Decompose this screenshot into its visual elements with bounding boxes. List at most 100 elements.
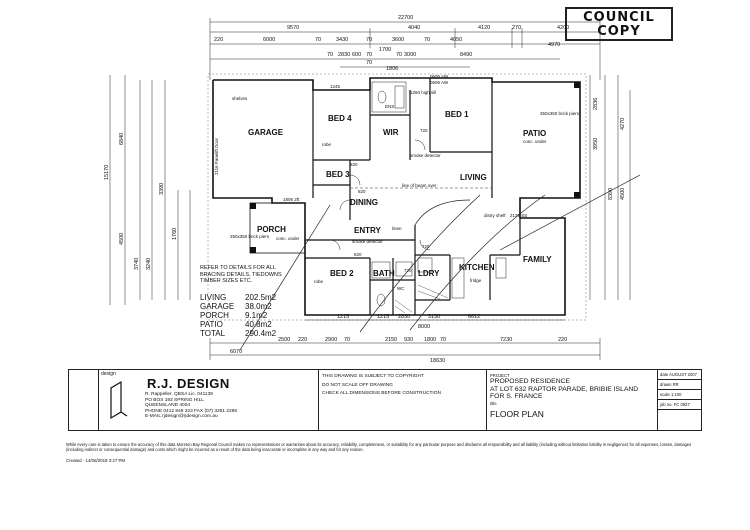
area-value: 40.8m2	[245, 320, 272, 329]
info-row: date AUGUST 2007	[658, 370, 701, 380]
dim-r3-1: 70	[327, 52, 333, 58]
dim-left-6: 3390	[159, 183, 165, 195]
stamp-line-2: COPY	[597, 24, 641, 39]
right-dimension-lines	[589, 75, 631, 300]
label-d820b: 820	[358, 189, 366, 194]
porch-pier-1	[250, 203, 256, 209]
project-label: PROJECT	[490, 373, 510, 378]
project-line: AT LOT 632 RAPTOR PARADE, BRIBIE ISLAND	[490, 385, 639, 393]
label-garage-door: 2116 Panelift Door	[214, 138, 219, 175]
label-2136: 2136 SS	[510, 213, 527, 218]
room-bed3: BED 3	[326, 170, 350, 179]
dim-overall-top: 22700	[398, 15, 413, 21]
area-value: 9.1m2	[245, 311, 268, 320]
room-bed4: BED 4	[328, 114, 352, 123]
area-row: PATIO 40.8m2	[200, 320, 300, 329]
rj-design-logo-icon	[110, 380, 128, 420]
room-garage: GARAGE	[248, 128, 284, 137]
door-swings	[329, 139, 431, 251]
room-patio: PATIO	[523, 129, 546, 138]
room-wir: WIR	[383, 128, 399, 137]
room-family: FAMILY	[523, 255, 552, 264]
address-line: QUEENSLAND 4004	[145, 403, 191, 409]
dim-left-4: 3740	[134, 258, 140, 270]
info-value: 1:100	[670, 392, 682, 397]
dim-b2-5: 2150	[385, 337, 397, 343]
internal-walls	[305, 78, 521, 315]
dim-right-3: 4270	[620, 118, 626, 130]
copyright-cell: THIS DRAWING IS SUBJECT TO COPYRIGHT DO …	[319, 370, 487, 430]
drawing-info-cell: date AUGUST 2007 drawn RR scale 1:100 jo…	[657, 370, 701, 430]
dim-r2-8: 4050	[450, 37, 462, 43]
dim-b2-2: 220	[298, 337, 307, 343]
label-fridge: fridge	[470, 278, 482, 283]
project-line: PROPOSED RESIDENCE	[490, 378, 571, 385]
area-row: LIVING 202.5m2	[200, 293, 300, 302]
label-robe-1: robe	[322, 142, 332, 147]
wet-area-fixtures	[371, 81, 507, 307]
created-timestamp: Created - 14/06/2019 3:27 PM	[66, 458, 126, 463]
dim-left-7: 1760	[172, 228, 178, 240]
dim-b1-1: 1215	[337, 314, 349, 320]
dim-b2-1: 2500	[278, 337, 290, 343]
dim-b1-4: 3130	[428, 314, 440, 320]
dim-right-1: 2836	[593, 98, 599, 110]
info-key: job no.	[660, 402, 673, 407]
title-block-spacer	[69, 370, 99, 430]
info-value: FC 0927	[673, 402, 690, 407]
label-patio-conc: conc. under	[523, 139, 547, 144]
copyright-line: CHECK ALL DIMENSIONS BEFORE CONSTRUCTION	[322, 391, 441, 396]
dim-b2-6: 930	[404, 337, 413, 343]
area-name: PORCH	[200, 311, 229, 320]
label-d820a: 820	[350, 162, 358, 167]
label-window-b: 0606 AW	[430, 80, 449, 85]
dim-b2-3: 2900	[325, 337, 337, 343]
dim-r2-1: 220	[214, 37, 223, 43]
area-name: PATIO	[200, 320, 223, 329]
dim-bottom-left: 6070	[230, 349, 242, 355]
dim-r3-6: 70	[396, 52, 402, 58]
top-dimension-lines	[209, 18, 601, 80]
title-block: design R.J. DESIGN R. Rappeller, QBSA Li…	[68, 369, 702, 431]
dim-r3-4: 70	[366, 52, 372, 58]
area-value: 202.5m2	[245, 293, 277, 302]
patio-pier-1	[574, 82, 580, 88]
address-line: PHONE 0412 849 323 FAX (07) 3261 2286	[145, 408, 238, 414]
area-name: GARAGE	[200, 302, 235, 311]
dim-top-4: 270	[512, 25, 521, 31]
bracing-note: REFER TO DETAILS FOR ALL BRACING DETAILS…	[200, 265, 282, 284]
bottom-dimension-lines	[209, 319, 601, 360]
patio-pier-2	[574, 192, 580, 198]
address-line: R. Rappeller, QBSA Lic. 041139	[145, 392, 213, 397]
label-d720c: 720	[404, 268, 412, 273]
dim-r2-6: 3600	[392, 37, 404, 43]
dim-b2-4: 70	[344, 337, 350, 343]
label-d720: 720	[420, 128, 428, 133]
dim-r3-2: 2830	[338, 52, 350, 58]
council-disclaimer: While every care is taken to ensure the …	[66, 442, 692, 452]
dim-bottom-overall: 18630	[430, 358, 445, 364]
label-brick-piers: 350x350 brick piers	[540, 111, 580, 116]
area-value: 290.4m2	[245, 329, 277, 338]
dim-r3-7: 3000	[404, 52, 416, 58]
area-schedule: LIVING 202.5m2 GARAGE 38.0m2 PORCH 9.1m2…	[200, 293, 300, 338]
label-1245: 1245	[330, 84, 341, 89]
dim-r2-4: 3430	[336, 37, 348, 43]
title-label: title	[490, 400, 497, 406]
info-key: scale	[660, 392, 670, 397]
label-high-sill: 1260 high sill	[410, 90, 436, 95]
info-row: drawn RR	[658, 380, 701, 390]
label-linen: linen	[392, 226, 402, 231]
dim-top-5: 4200	[557, 25, 569, 31]
dim-r3-3: 600	[352, 52, 361, 58]
area-value: 38.0m2	[245, 302, 272, 311]
dim-r4-2: 1806	[386, 66, 398, 72]
info-key: drawn	[660, 382, 672, 387]
label-porch-piers: 250x350 brick piers	[230, 234, 270, 239]
label-beam: line of beam over	[402, 183, 437, 188]
porch-pier-2	[250, 247, 256, 253]
design-label: design	[101, 371, 116, 377]
project-line: FOR S. FRANCE	[490, 393, 543, 400]
